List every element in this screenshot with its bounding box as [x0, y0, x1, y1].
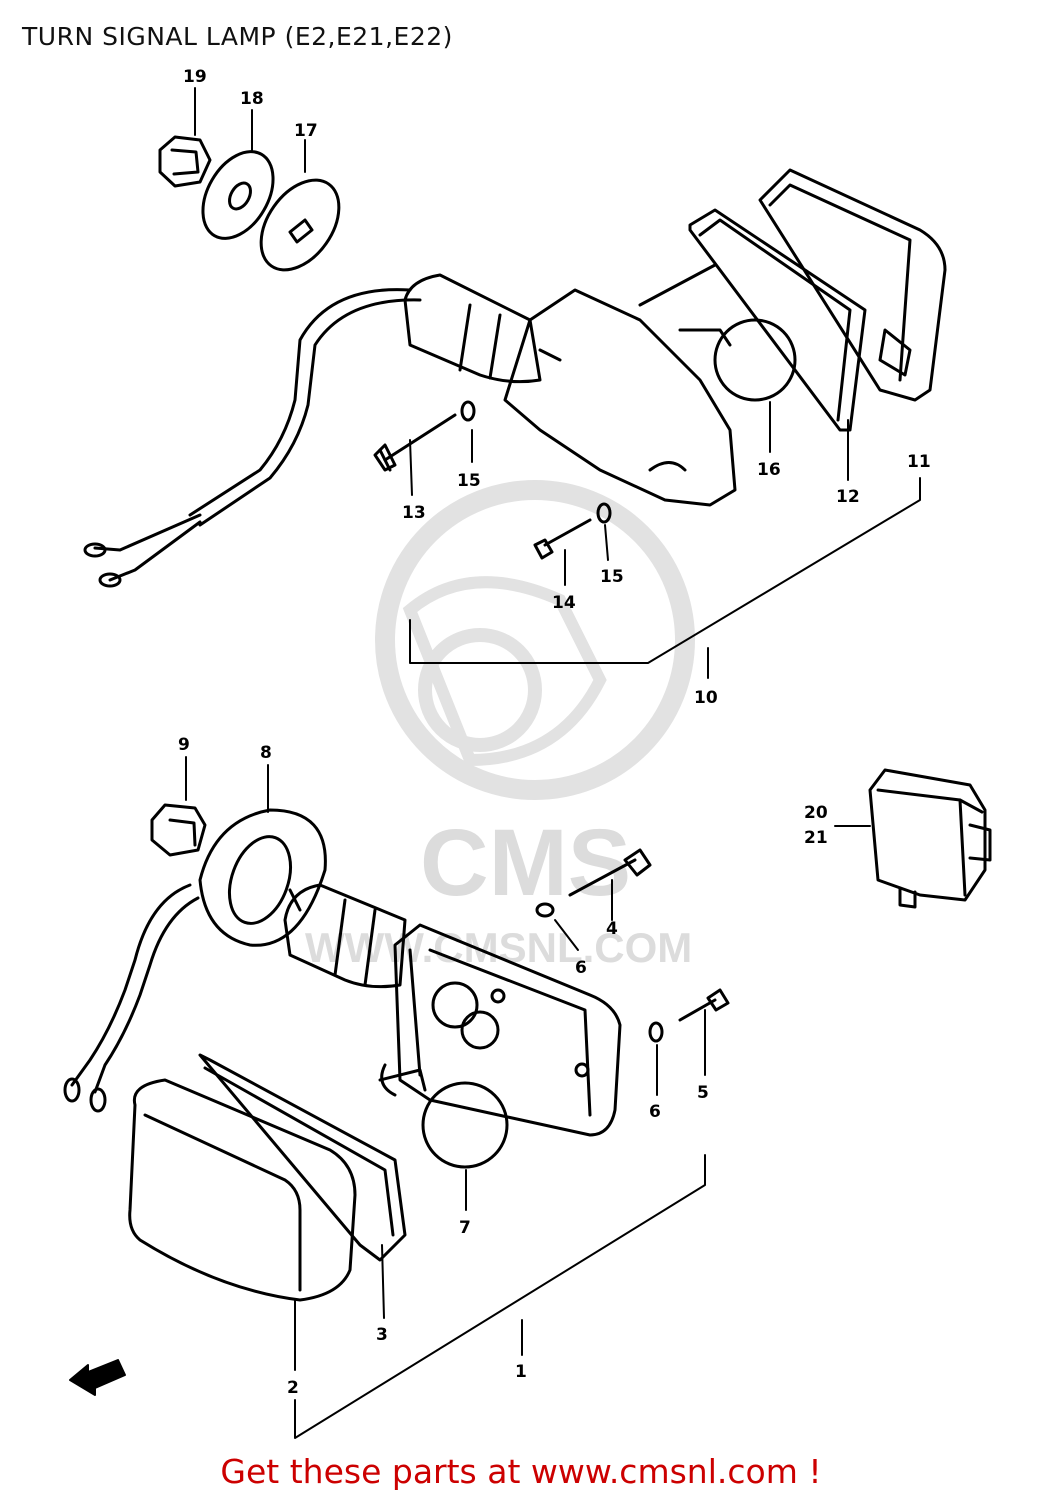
callout-1: 1	[515, 1362, 527, 1382]
part-19-nut	[158, 135, 212, 188]
callout-11: 11	[907, 452, 931, 472]
part-14-screw	[533, 518, 592, 560]
callout-10: 10	[694, 688, 718, 708]
callout-20: 20	[804, 803, 828, 823]
part-15-washer-upper	[460, 400, 476, 422]
part-13-screw	[373, 413, 457, 472]
callout-3: 3	[376, 1325, 388, 1345]
cms-watermark: CMS WWW.CMSNL.COM	[305, 480, 695, 971]
callout-8: 8	[260, 743, 272, 763]
diagram-title: TURN SIGNAL LAMP (E2,E21,E22)	[22, 22, 453, 51]
bracket-10	[409, 477, 921, 679]
part-20-21-relay	[834, 768, 992, 909]
front-direction-arrow	[69, 1359, 126, 1396]
callout-2: 2	[287, 1378, 299, 1398]
part-4-screw	[568, 848, 652, 897]
callout-7: 7	[459, 1218, 471, 1238]
callout-6-upper: 6	[575, 958, 587, 978]
leader-lines	[185, 87, 849, 1439]
callout-12: 12	[836, 487, 860, 507]
callout-13: 13	[402, 503, 426, 523]
watermark-brand: CMS	[420, 810, 631, 916]
watermark-site: WWW.CMSNL.COM	[305, 924, 692, 971]
callout-4: 4	[606, 919, 618, 939]
part-6-washer-upper	[535, 902, 555, 918]
upper-turn-signal-assembly	[83, 168, 947, 588]
callout-19: 19	[183, 67, 207, 87]
part-18-washer	[201, 150, 275, 240]
part-6-washer-lower	[648, 1021, 664, 1043]
callout-9: 9	[178, 735, 190, 755]
part-15-washer-lower	[596, 502, 612, 524]
callout-18: 18	[240, 89, 264, 109]
part-9-nut	[150, 803, 207, 857]
part-5-screw	[678, 988, 730, 1022]
lower-turn-signal-assembly	[63, 883, 622, 1302]
callout-16: 16	[757, 460, 781, 480]
callout-labels: 19 18 17 15 13 16 12 11 15 14 10 9 8 20 …	[178, 67, 931, 1398]
part-17-washer	[259, 178, 341, 272]
callout-6-lower: 6	[649, 1102, 661, 1122]
part-8-gasket	[198, 808, 327, 947]
callout-5: 5	[697, 1083, 709, 1103]
footer-promo-link[interactable]: Get these parts at www.cmsnl.com !	[220, 1452, 822, 1491]
callout-14: 14	[552, 593, 576, 613]
callout-21: 21	[804, 828, 828, 848]
callout-15-upper: 15	[457, 471, 481, 491]
callout-17: 17	[294, 121, 318, 141]
callout-15-lower: 15	[600, 567, 624, 587]
